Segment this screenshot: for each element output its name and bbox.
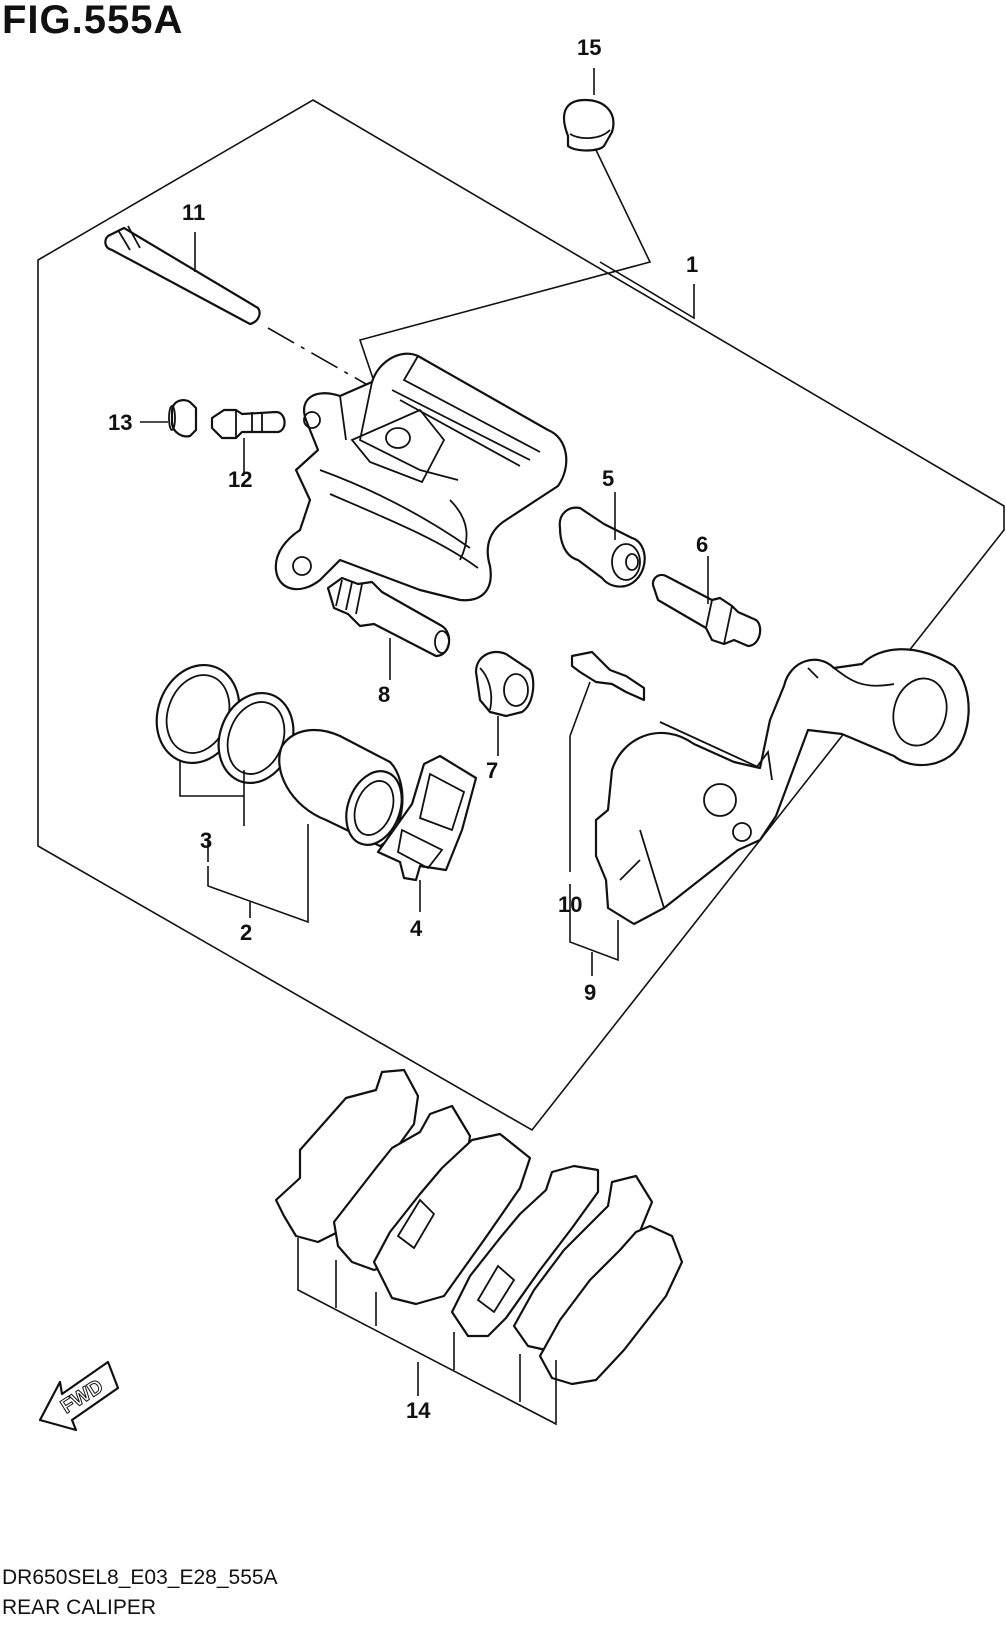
callout-8: 8 <box>378 682 390 707</box>
leader-3-a <box>179 760 244 797</box>
callout-6: 6 <box>696 532 708 557</box>
leader-14-b <box>335 1260 521 1402</box>
part-14-brake-pads[interactable] <box>274 1068 684 1386</box>
figure-title: FIG.555A <box>2 0 184 42</box>
leader-14-a <box>297 1238 557 1426</box>
figure-code: DR650SEL8_E03_E28_555A <box>2 1566 278 1589</box>
part-15-cap[interactable] <box>562 98 615 152</box>
part-1-caliper-body[interactable] <box>274 352 568 602</box>
callout-15: 15 <box>577 35 601 60</box>
callout-10: 10 <box>558 892 582 917</box>
callout-2: 2 <box>240 920 252 945</box>
part-13-bleeder-cap[interactable] <box>168 399 198 438</box>
callout-3: 3 <box>200 828 212 853</box>
callout-4: 4 <box>410 916 423 941</box>
fwd-arrow-icon: FWD <box>38 1360 120 1432</box>
callout-7: 7 <box>486 758 498 783</box>
callout-12: 12 <box>228 467 252 492</box>
figure-name: REAR CALIPER <box>2 1596 157 1619</box>
part-8-slide-pin[interactable] <box>326 576 451 658</box>
leader-10-a <box>569 681 591 737</box>
part-12-bleeder-valve[interactable] <box>210 408 286 440</box>
callout-13: 13 <box>108 410 132 435</box>
leader-9-a <box>569 884 619 962</box>
callout-5: 5 <box>602 466 614 491</box>
part-3-seals[interactable] <box>143 653 305 793</box>
part-11-pin[interactable] <box>104 225 261 326</box>
part-10-pad-clip[interactable] <box>570 650 646 702</box>
leader-2-a <box>207 824 309 924</box>
part-9-bracket[interactable] <box>594 648 970 926</box>
part-7-boot[interactable] <box>474 650 535 718</box>
callout-1: 1 <box>686 252 698 277</box>
leader-1 <box>599 261 695 320</box>
part-2-piston[interactable] <box>278 729 411 853</box>
part-5-sleeve[interactable] <box>558 506 646 588</box>
part-6-bolt[interactable] <box>651 573 762 648</box>
assembly-outline <box>37 99 1005 1132</box>
part-4-pad-spring[interactable] <box>376 754 478 882</box>
axis-11 <box>267 327 381 393</box>
callout-11: 11 <box>182 200 205 225</box>
callout-14: 14 <box>406 1398 431 1423</box>
callout-9: 9 <box>584 980 596 1005</box>
